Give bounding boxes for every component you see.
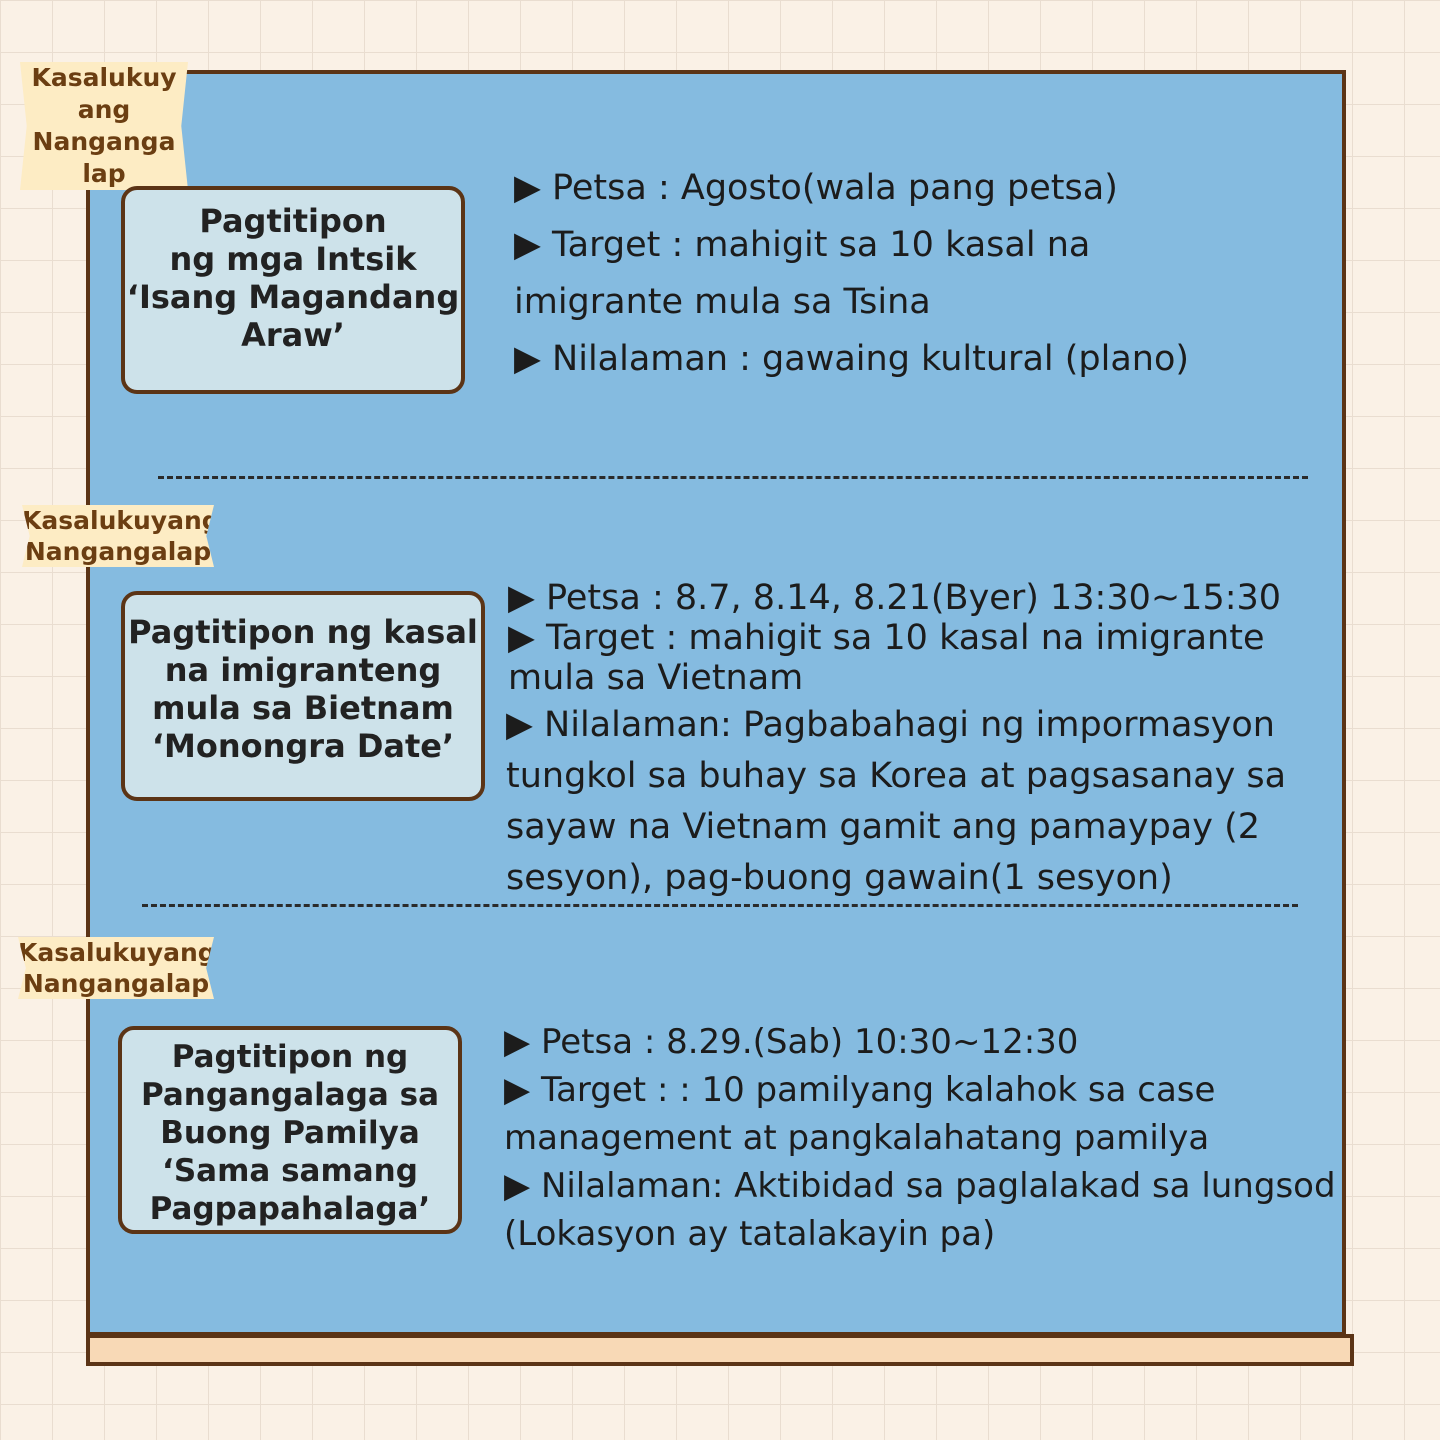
section-divider	[142, 904, 1298, 907]
event-details: ▶ Petsa : 8.7, 8.14, 8.21(Byer) 13:30~15…	[508, 578, 1282, 698]
event-details-content: ▶ Nilalaman: Pagbabahagi ng impormasyon …	[506, 705, 1287, 898]
event-details: ▶ Petsa : 8.29.(Sab) 10:30~12:30 ▶ Targe…	[504, 1022, 1336, 1254]
status-tag: Kasalukuyang Nangangalap	[18, 937, 216, 999]
event-title-box: Pagtitipon ng mga Intsik ‘Isang Magandan…	[121, 186, 465, 394]
event-title-box: Pagtitipon ng Pangangalaga sa Buong Pami…	[118, 1026, 462, 1234]
event-details: ▶ Petsa : Agosto(wala pang petsa) ▶ Targ…	[514, 168, 1190, 379]
status-tag: Kasalukuyang Nangangalap	[22, 505, 220, 567]
section-divider	[158, 476, 1308, 479]
panel-base	[86, 1334, 1354, 1366]
event-title-box: Pagtitipon ng kasal na imigranteng mula …	[121, 591, 485, 801]
status-tag: Kasalukuy ang Nanganga lap	[20, 62, 188, 190]
